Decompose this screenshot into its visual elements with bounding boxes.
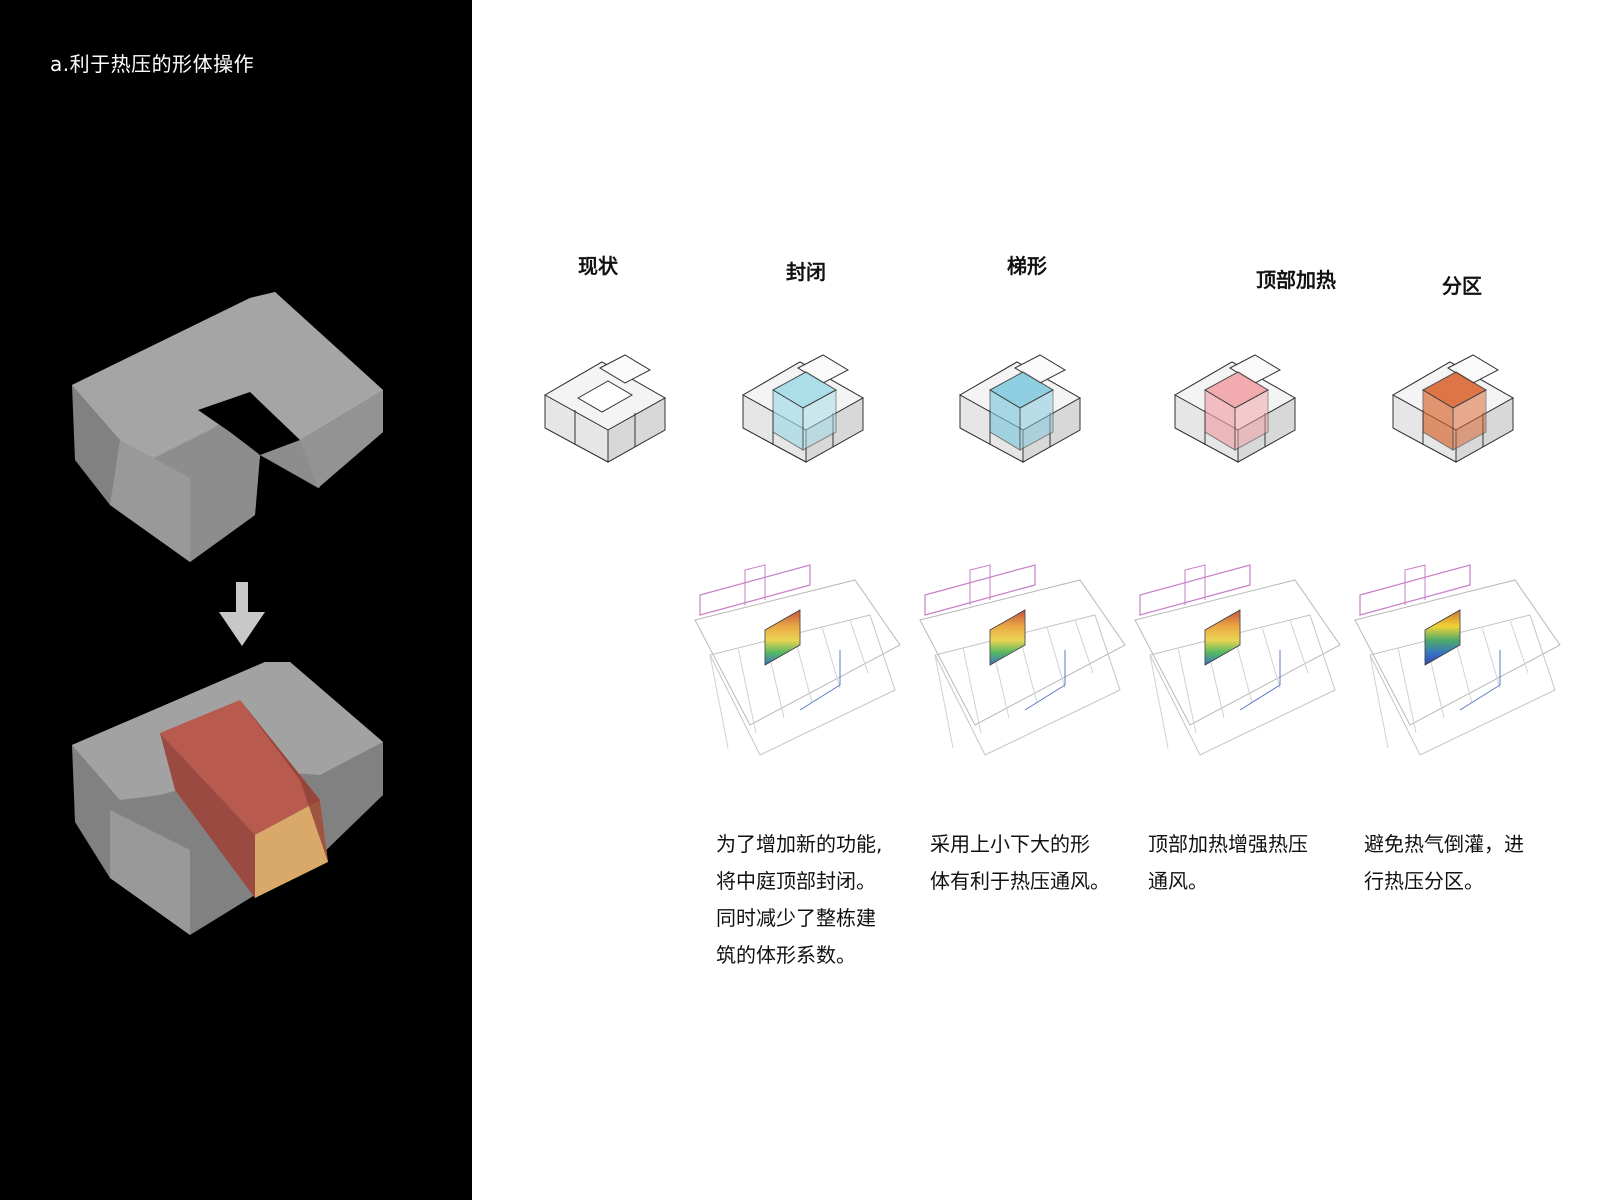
description-zoning: 避免热气倒灌，进 行热压分区。 <box>1364 832 1524 893</box>
column-title-existing: 现状 <box>578 254 618 278</box>
column-title-trapezoid: 梯形 <box>1007 254 1047 278</box>
down-arrow <box>219 582 265 646</box>
description-enclosed: 为了增加新的功能, 将中庭顶部封闭。 同时减少了整栋建 筑的体形系数。 <box>716 832 883 967</box>
existing-massing-large <box>72 292 383 562</box>
section-title: a.利于热压的形体操作 <box>50 52 255 76</box>
massing-trapezoid <box>958 354 1082 463</box>
description-trapezoid: 采用上小下大的形 体有利于热压通风。 <box>930 832 1110 893</box>
column-title-enclosed: 封闭 <box>786 260 826 284</box>
massing-zoning <box>1391 354 1515 463</box>
massing-existing <box>543 354 667 463</box>
column-title-top-heating: 顶部加热 <box>1256 268 1336 292</box>
simulation-zoning <box>1354 564 1561 756</box>
column-title-zoning: 分区 <box>1442 274 1482 298</box>
simulation-top-heating <box>1134 564 1341 756</box>
massing-top-heating <box>1173 354 1297 463</box>
left-diagram <box>72 292 383 935</box>
simulation-trapezoid <box>919 564 1126 756</box>
massing-enclosed <box>741 354 865 463</box>
simulation-enclosed <box>694 564 901 756</box>
atrium-volume-large <box>160 700 328 898</box>
description-top-heating: 顶部加热增强热压 通风。 <box>1148 832 1308 893</box>
